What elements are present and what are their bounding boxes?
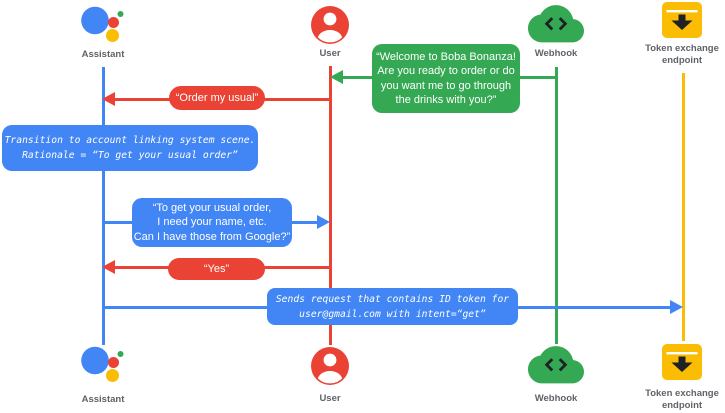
assistant-icon-bottom xyxy=(81,346,124,382)
welcome-message-bubble: “Welcome to Boba Bonanza! Are you ready … xyxy=(372,44,520,113)
yes-arrow-head xyxy=(102,260,115,274)
assistant-icon-top xyxy=(81,6,124,42)
user-icon-top xyxy=(311,6,349,44)
token-endpoint-icon-top xyxy=(662,2,702,38)
user-lifeline xyxy=(328,66,332,345)
transition-note-box: Transition to account linking system sce… xyxy=(2,125,258,171)
webhook-icon-bottom xyxy=(528,346,584,384)
token-endpoint-lifeline xyxy=(681,73,685,341)
webhook-label-top: Webhook xyxy=(534,48,578,59)
token-endpoint-icon-bottom xyxy=(662,344,702,380)
assistant-label-top: Assistant xyxy=(81,49,125,60)
assistant-lifeline xyxy=(101,67,105,345)
welcome-arrow-head xyxy=(329,70,343,84)
order-arrow-head xyxy=(102,92,115,106)
token-endpoint-label-bottom: Token exchange endpoint xyxy=(645,388,719,411)
sends-arrow-head xyxy=(670,300,683,314)
sends-request-note-box: Sends request that contains ID token for… xyxy=(267,288,518,325)
webhook-icon-top xyxy=(528,5,584,43)
user-label-top: User xyxy=(319,48,341,59)
user-icon-bottom xyxy=(311,347,349,385)
webhook-lifeline xyxy=(554,67,558,344)
ask-details-message-bubble: “To get your usual order, I need your na… xyxy=(132,198,292,247)
ask-arrow-head xyxy=(317,215,330,229)
user-label-bottom: User xyxy=(319,393,341,404)
webhook-label-bottom: Webhook xyxy=(534,393,578,404)
yes-message-bubble: “Yes” xyxy=(168,258,265,280)
token-endpoint-label-top: Token exchange endpoint xyxy=(645,43,719,66)
order-usual-message-bubble: “Order my usual” xyxy=(169,86,265,110)
assistant-label-bottom: Assistant xyxy=(81,394,125,405)
